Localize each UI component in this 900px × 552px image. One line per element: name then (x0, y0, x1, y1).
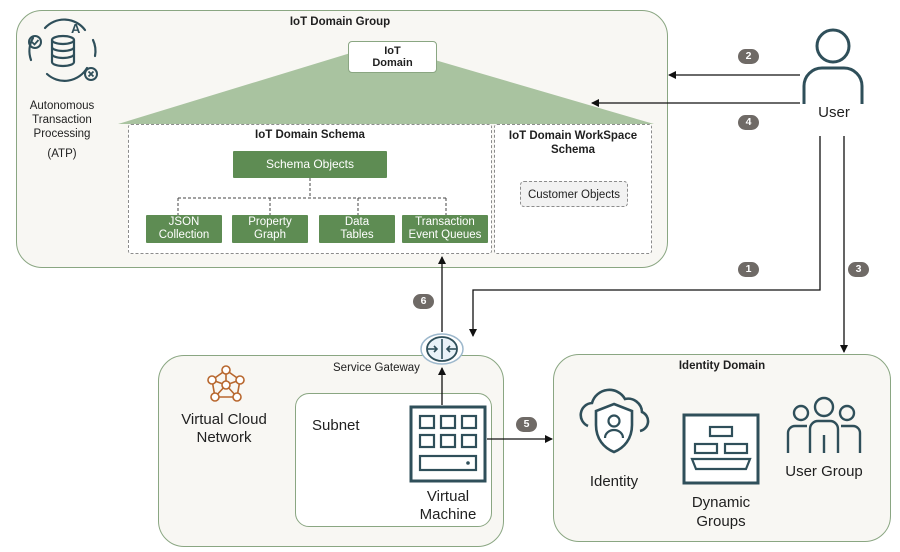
atp-label-line4: (ATP) (47, 148, 77, 160)
step-badge-2: 2 (738, 49, 759, 64)
property-graph-line1: Property (248, 216, 292, 228)
user-icon (802, 28, 864, 104)
json-collection-node: JSON Collection (146, 215, 222, 243)
dynamic-groups-line2: Groups (696, 513, 746, 530)
identity-domain-title: Identity Domain (678, 360, 766, 372)
workspace-title-line1: IoT Domain WorkSpace (508, 130, 638, 142)
transaction-event-queues-node: Transaction Event Queues (402, 215, 488, 243)
identity-icon (579, 388, 650, 454)
iot-domain-box: IoT Domain (348, 41, 437, 73)
service-gateway-icon[interactable] (420, 332, 464, 366)
vm-label-line1: Virtual (426, 488, 470, 505)
user-group-icon (786, 396, 862, 453)
iot-domain-schema-title: IoT Domain Schema (255, 129, 365, 141)
svg-text:A: A (71, 21, 81, 36)
vm-label-line2: Machine (419, 506, 477, 523)
dynamic-groups-label: Dynamic Groups (675, 493, 767, 531)
virtual-machine-label: Virtual Machine (398, 488, 498, 524)
subnet-label: Subnet (312, 417, 360, 434)
virtual-machine-icon (409, 405, 487, 483)
transaction-event-queues-line2: Event Queues (408, 229, 482, 241)
iot-domain-label-line2: Domain (372, 57, 413, 69)
user-label: User (818, 104, 850, 121)
iot-domain-label-line1: IoT (384, 45, 401, 57)
atp-label-line1: Autonomous (29, 100, 95, 112)
atp-label: Autonomous Transaction Processing (ATP) (14, 99, 110, 161)
step-badge-4: 4 (738, 115, 759, 130)
transaction-event-queues-line1: Transaction (415, 216, 475, 228)
step-badge-6: 6 (413, 294, 434, 309)
atp-database-icon: A (28, 18, 98, 82)
data-tables-node: Data Tables (319, 215, 395, 243)
workspace-title-line2: Schema (550, 144, 596, 156)
step-badge-3: 3 (848, 262, 869, 277)
json-collection-line2: Collection (158, 229, 210, 241)
iot-domain-group-title: IoT Domain Group (289, 16, 391, 28)
atp-label-line2: Transaction (32, 114, 92, 126)
step-badge-5: 5 (516, 417, 537, 432)
vcn-label: Virtual Cloud Network (166, 411, 282, 447)
user-group-label: User Group (785, 463, 863, 480)
step-badge-1: 1 (738, 262, 759, 277)
property-graph-node: Property Graph (232, 215, 308, 243)
data-tables-line2: Tables (340, 229, 374, 241)
atp-label-line3: Processing (33, 128, 91, 140)
vcn-label-line1: Virtual Cloud (181, 411, 267, 428)
property-graph-line2: Graph (254, 229, 286, 241)
virtual-cloud-network-icon (207, 365, 245, 402)
workspace-schema-title: IoT Domain WorkSpace Schema (496, 129, 650, 157)
dynamic-groups-icon (682, 413, 760, 485)
identity-label: Identity (589, 473, 639, 490)
schema-objects-node: Schema Objects (233, 151, 387, 178)
vcn-label-line2: Network (196, 429, 252, 446)
data-tables-line1: Data (344, 216, 370, 228)
customer-objects-node: Customer Objects (520, 181, 628, 207)
json-collection-line1: JSON (168, 216, 200, 228)
dynamic-groups-line1: Dynamic (691, 494, 751, 511)
service-gateway-label: Service Gateway (333, 362, 420, 374)
